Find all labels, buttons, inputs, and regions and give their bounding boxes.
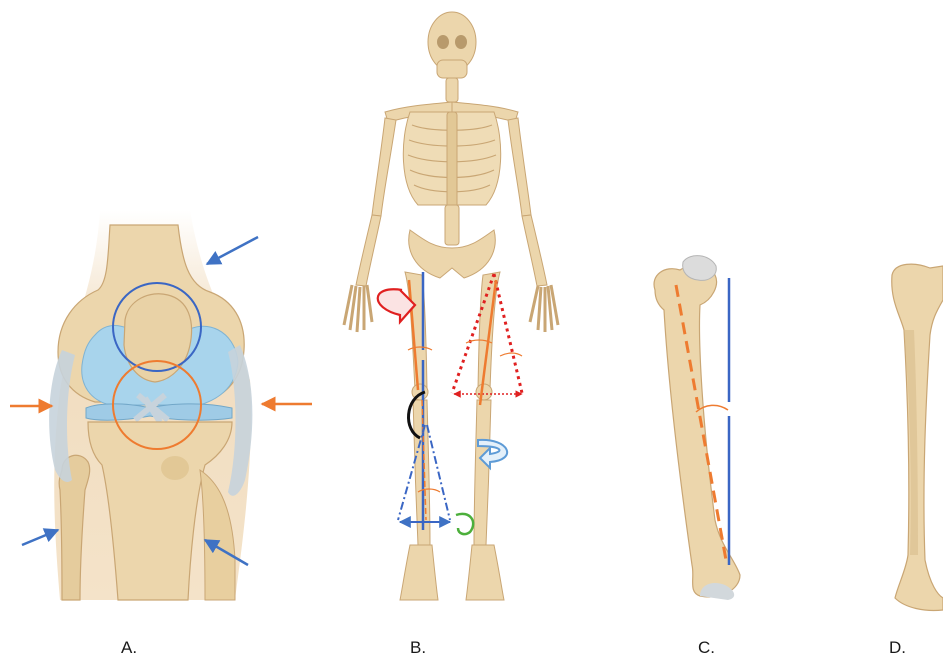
panel-label-b: B. xyxy=(410,638,426,658)
panel-a-knee-illustration xyxy=(10,210,312,600)
panel-label-c: C. xyxy=(698,638,715,658)
rotation-arrow-icon xyxy=(456,514,473,534)
panel-d-tibia-illustration xyxy=(892,264,943,610)
panel-b-skeleton-illustration xyxy=(344,12,558,600)
arrow-icon xyxy=(22,530,58,545)
panel-c-femur-illustration xyxy=(654,256,740,600)
panel-label-a: A. xyxy=(121,638,137,658)
panel-label-d: D. xyxy=(889,638,906,658)
panel-b-annotations xyxy=(378,272,522,534)
arrow-icon xyxy=(207,237,258,264)
